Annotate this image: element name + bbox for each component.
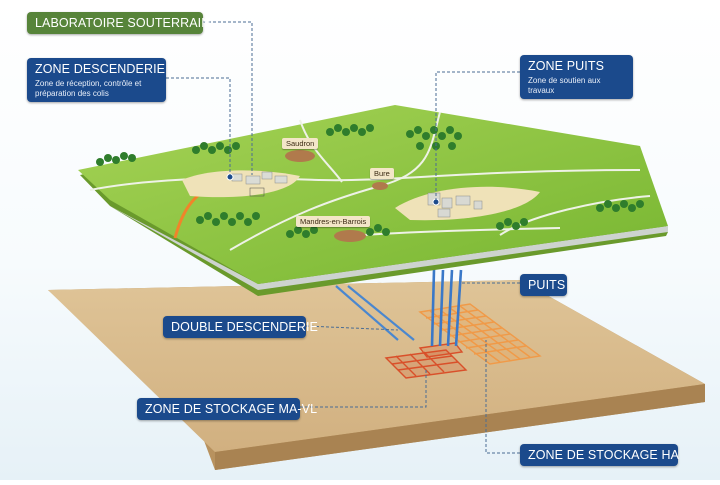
leader-lines bbox=[166, 21, 520, 454]
label-zone-puits: ZONE PUITS Zone de soutien aux travaux bbox=[520, 55, 633, 99]
label-puits-title: PUITS bbox=[528, 278, 566, 292]
village-patches bbox=[285, 150, 388, 242]
label-laboratoire-souterrain: LABORATOIRE SOUTERRAIN bbox=[27, 12, 211, 34]
label-zone-puits-subtitle: Zone de soutien aux travaux bbox=[528, 76, 601, 95]
label-zone-stockage-ha: ZONE DE STOCKAGE HA bbox=[520, 444, 680, 466]
label-zone-descenderie-subtitle: Zone de réception, contrôle et préparati… bbox=[35, 79, 142, 98]
label-zone-stockage-ma-vl-title: ZONE DE STOCKAGE MA-VL bbox=[145, 402, 318, 416]
surface-layer bbox=[78, 105, 668, 296]
double-descenderie-ramps bbox=[335, 285, 415, 341]
label-laboratoire-title: LABORATOIRE SOUTERRAIN bbox=[35, 16, 211, 30]
label-zone-puits-title: ZONE PUITS bbox=[528, 59, 605, 73]
storage-mavl-grid bbox=[384, 342, 468, 379]
label-zone-descenderie: ZONE DESCENDERIE Zone de réception, cont… bbox=[27, 58, 166, 102]
descenderie-buildings bbox=[231, 171, 288, 197]
label-puits: PUITS bbox=[520, 274, 567, 296]
label-zone-stockage-ma-vl: ZONE DE STOCKAGE MA-VL bbox=[137, 398, 318, 420]
village-mandres: Mandres-en-Barrois bbox=[296, 216, 371, 227]
village-saudron: Saudron bbox=[282, 138, 319, 149]
label-zone-descenderie-title: ZONE DESCENDERIE bbox=[35, 62, 166, 76]
village-bure: Bure bbox=[370, 168, 394, 179]
shafts bbox=[430, 269, 463, 347]
label-double-descenderie: DOUBLE DESCENDERIE bbox=[163, 316, 318, 338]
label-zone-stockage-ha-title: ZONE DE STOCKAGE HA bbox=[528, 448, 680, 462]
label-double-descenderie-title: DOUBLE DESCENDERIE bbox=[171, 320, 318, 334]
